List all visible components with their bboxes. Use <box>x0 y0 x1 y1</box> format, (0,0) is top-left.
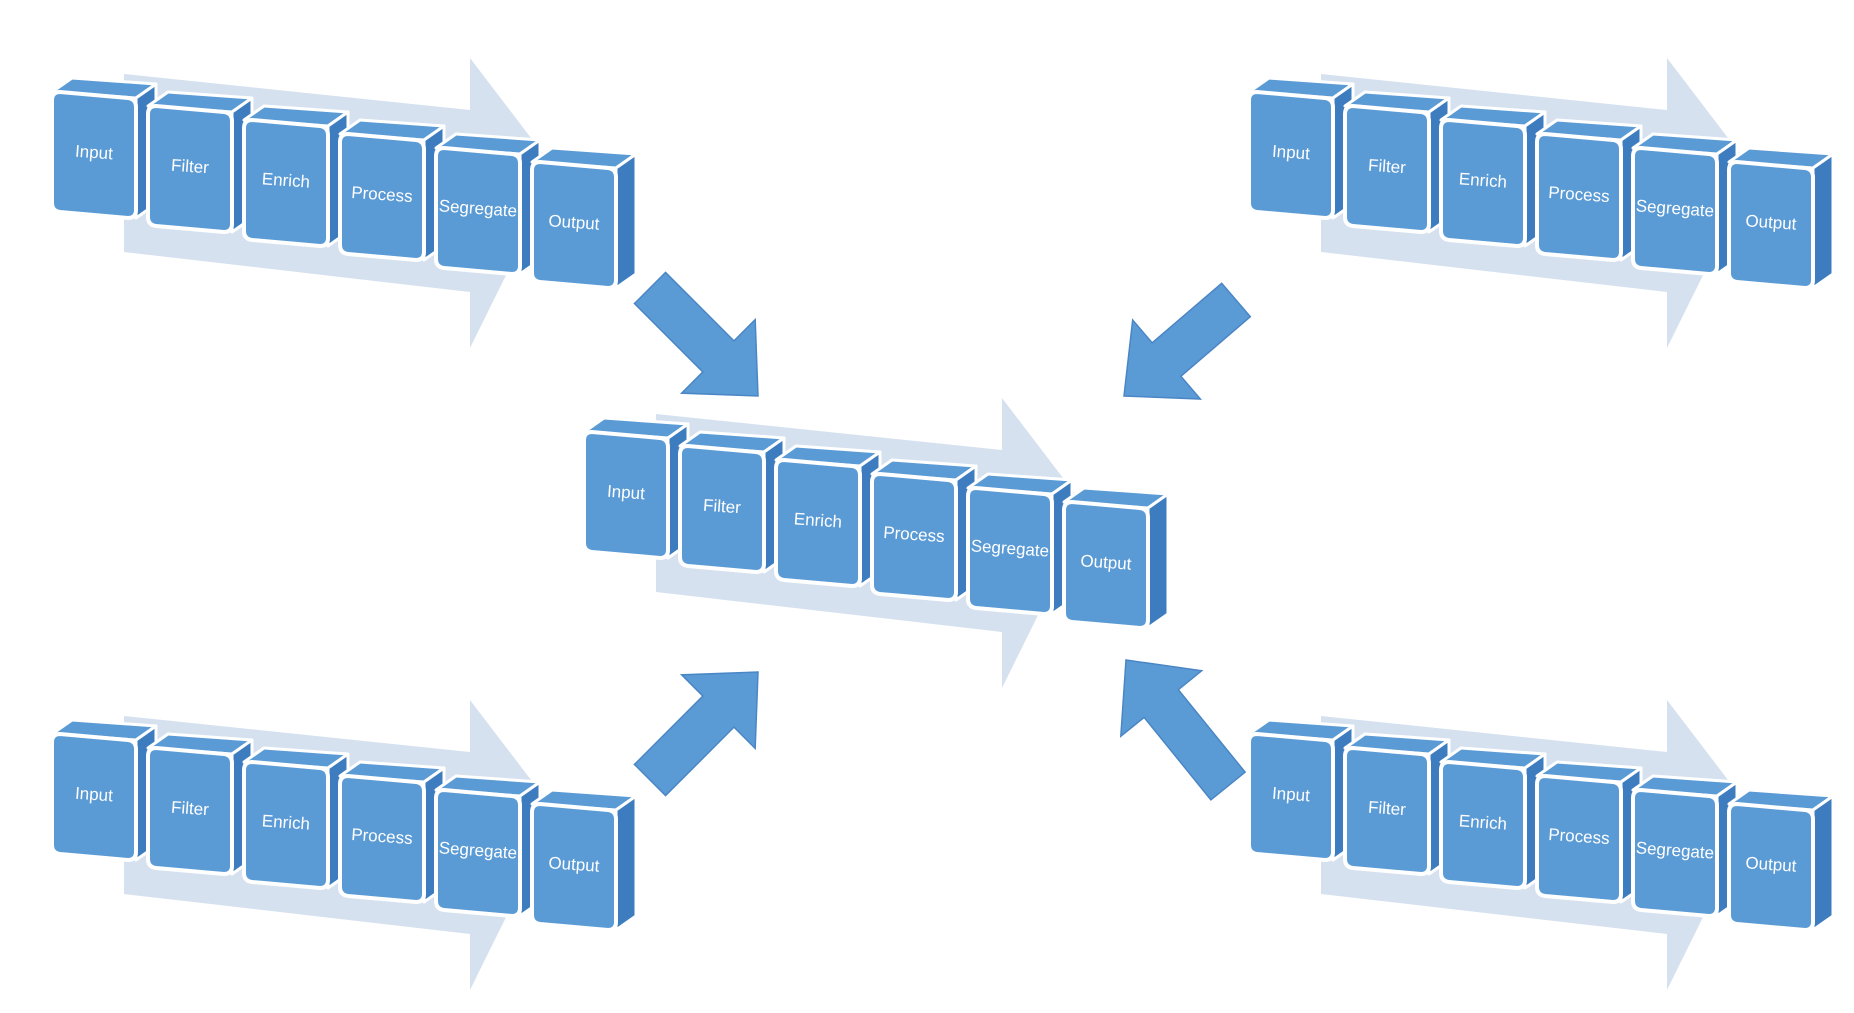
stage-box-input: Input <box>582 416 690 561</box>
stage-label: Input <box>606 482 645 504</box>
stage-label: Filter <box>1367 798 1406 820</box>
stage-label: Process <box>351 183 414 206</box>
stage-label: Enrich <box>793 509 842 531</box>
stage-box-filter: Filter <box>678 430 786 575</box>
stage-box-process: Process <box>338 118 446 263</box>
stage-label: Input <box>74 142 113 164</box>
stage-label: Enrich <box>261 169 310 191</box>
stage-label: Enrich <box>1458 169 1507 191</box>
stage-label: Output <box>548 211 601 234</box>
stage-box-segregate: Segregate <box>434 774 542 919</box>
stage-label: Output <box>1080 551 1133 574</box>
stage-label: Output <box>1745 853 1798 876</box>
stage-box-output: Output <box>530 146 638 291</box>
stage-box-input: Input <box>50 718 158 863</box>
stage-label: Output <box>548 853 601 876</box>
stage-label: Input <box>1271 784 1310 806</box>
stage-label: Enrich <box>1458 811 1507 833</box>
stage-box-enrich: Enrich <box>774 444 882 589</box>
stage-box-output: Output <box>530 788 638 933</box>
stage-box-segregate: Segregate <box>1631 132 1739 277</box>
stage-box-segregate: Segregate <box>966 472 1074 617</box>
stage-box-filter: Filter <box>1343 732 1451 877</box>
stage-box-filter: Filter <box>1343 90 1451 235</box>
stage-box-input: Input <box>50 76 158 221</box>
connector-arrow-top-right <box>1123 282 1252 400</box>
stage-label: Output <box>1745 211 1798 234</box>
stage-label: Process <box>883 523 946 546</box>
stage-label: Process <box>351 825 414 848</box>
stage-box-filter: Filter <box>146 90 254 235</box>
stage-box-segregate: Segregate <box>1631 774 1739 919</box>
stage-box-process: Process <box>870 458 978 603</box>
stage-box-input: Input <box>1247 718 1355 863</box>
stage-box-enrich: Enrich <box>242 104 350 249</box>
connector-arrow-bottom-right <box>1119 659 1247 801</box>
stage-label: Enrich <box>261 811 310 833</box>
stage-label: Filter <box>702 496 741 518</box>
stage-box-input: Input <box>1247 76 1355 221</box>
stage-box-output: Output <box>1727 146 1835 291</box>
stage-box-enrich: Enrich <box>1439 746 1547 891</box>
stage-box-process: Process <box>1535 760 1643 905</box>
stage-box-filter: Filter <box>146 732 254 877</box>
stage-box-enrich: Enrich <box>1439 104 1547 249</box>
stage-box-process: Process <box>1535 118 1643 263</box>
stage-label: Filter <box>170 798 209 820</box>
stage-label: Input <box>74 784 113 806</box>
stage-box-enrich: Enrich <box>242 746 350 891</box>
connector-arrow-bottom-left <box>633 671 759 797</box>
connector-arrow-top-left <box>633 271 759 397</box>
stage-label: Filter <box>1367 156 1406 178</box>
stage-box-output: Output <box>1062 486 1170 631</box>
stage-label: Filter <box>170 156 209 178</box>
stage-box-segregate: Segregate <box>434 132 542 277</box>
stage-label: Process <box>1548 183 1611 206</box>
stage-box-output: Output <box>1727 788 1835 933</box>
stage-label: Process <box>1548 825 1611 848</box>
stage-label: Input <box>1271 142 1310 164</box>
stage-box-process: Process <box>338 760 446 905</box>
